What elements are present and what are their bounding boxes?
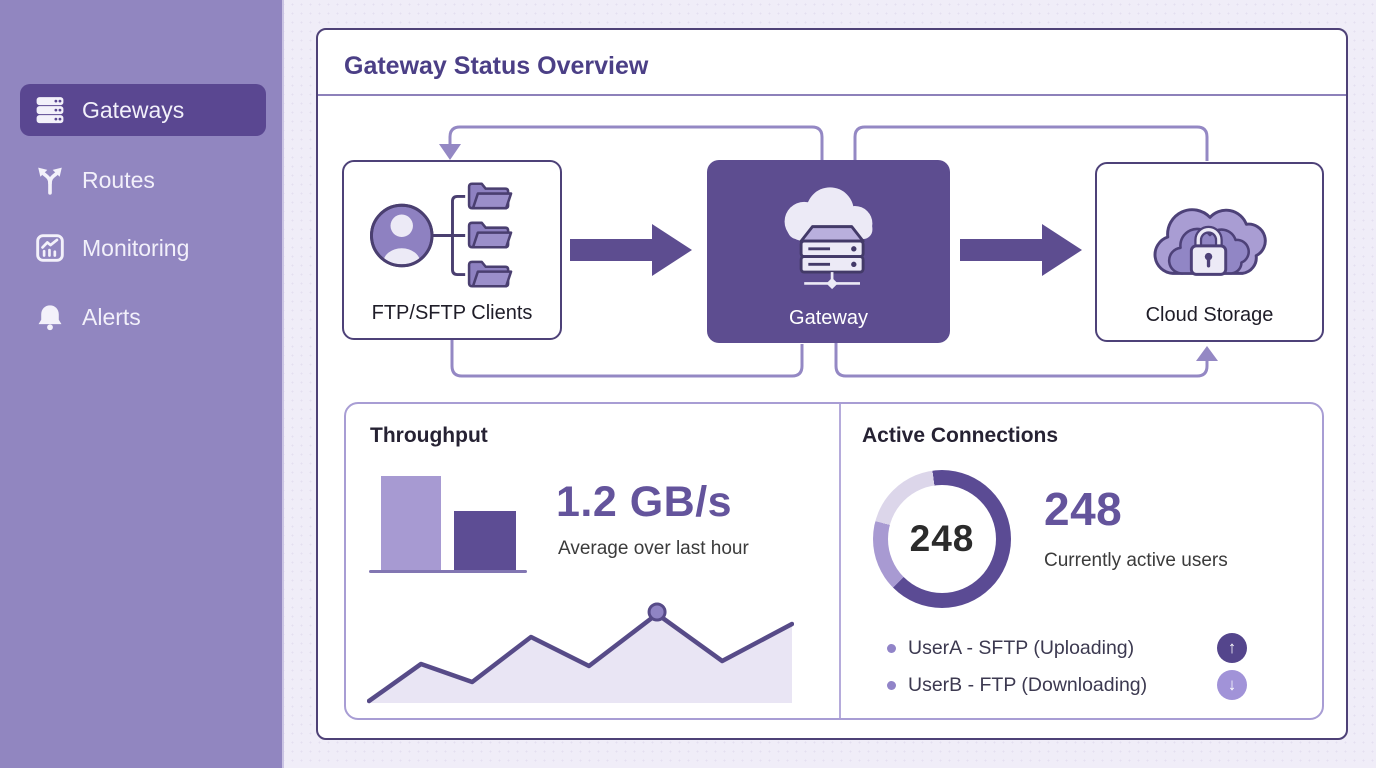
throughput-title: Throughput bbox=[370, 424, 488, 447]
sidebar: Gateways Routes Monitoring bbox=[0, 0, 284, 768]
stats-divider bbox=[839, 404, 841, 718]
monitoring-icon bbox=[35, 233, 65, 263]
node-gateway: Gateway bbox=[707, 160, 950, 343]
donut-value: 248 bbox=[909, 518, 975, 559]
gateway-status-panel: Gateway Status Overview bbox=[316, 28, 1348, 740]
servers-icon bbox=[35, 95, 65, 125]
connections-donut-chart: 248 bbox=[873, 470, 1011, 608]
cloud-server-icon bbox=[767, 160, 891, 307]
sidebar-item-gateways[interactable]: Gateways bbox=[20, 84, 266, 136]
peak-marker bbox=[647, 602, 667, 622]
throughput-caption: Average over last hour bbox=[558, 538, 749, 559]
sidebar-item-label: Gateways bbox=[82, 96, 185, 123]
sidebar-item-alerts[interactable]: Alerts bbox=[20, 291, 266, 343]
cloud-lock-icon bbox=[1141, 164, 1279, 304]
title-divider bbox=[318, 94, 1346, 96]
bullet-icon bbox=[887, 680, 896, 690]
routes-icon bbox=[35, 165, 65, 195]
user-text: UserB - FTP (Downloading) bbox=[908, 673, 1148, 696]
throughput-bar-dark bbox=[454, 511, 516, 571]
upload-arrow-icon: ↑ bbox=[1217, 633, 1247, 663]
sidebar-item-label: Monitoring bbox=[82, 234, 190, 261]
user-row: UserA - SFTP (Uploading) ↑ bbox=[887, 633, 1287, 663]
sidebar-item-label: Routes bbox=[82, 166, 155, 193]
user-folders-icon bbox=[366, 162, 538, 302]
throughput-bar-light bbox=[381, 476, 441, 571]
user-row: UserB - FTP (Downloading) ↓ bbox=[887, 670, 1287, 700]
node-label: Cloud Storage bbox=[1145, 304, 1274, 326]
stats-container: Throughput 1.2 GB/s Average over last ho… bbox=[344, 402, 1324, 720]
connections-caption: Currently active users bbox=[1044, 550, 1228, 571]
user-text: UserA - SFTP (Uploading) bbox=[908, 636, 1135, 659]
connections-value: 248 bbox=[1044, 483, 1123, 535]
node-label: FTP/SFTP Clients bbox=[371, 302, 533, 324]
node-cloud-storage: Cloud Storage bbox=[1095, 162, 1324, 342]
throughput-sparkline-chart bbox=[367, 602, 794, 704]
throughput-bar-baseline bbox=[369, 570, 527, 573]
node-ftp-sftp-clients: FTP/SFTP Clients bbox=[342, 160, 562, 340]
connections-title: Active Connections bbox=[862, 424, 1059, 447]
download-arrow-icon: ↓ bbox=[1217, 670, 1247, 700]
bullet-icon bbox=[887, 643, 896, 653]
node-label: Gateway bbox=[789, 307, 868, 329]
flow-arrow-icon bbox=[570, 224, 692, 276]
sidebar-item-label: Alerts bbox=[82, 303, 141, 330]
sidebar-item-monitoring[interactable]: Monitoring bbox=[20, 222, 266, 274]
bell-icon bbox=[35, 302, 65, 332]
throughput-value: 1.2 GB/s bbox=[556, 478, 733, 526]
sidebar-item-routes[interactable]: Routes bbox=[20, 154, 266, 206]
flow-arrow-icon bbox=[960, 224, 1082, 276]
page-title: Gateway Status Overview bbox=[344, 52, 649, 80]
